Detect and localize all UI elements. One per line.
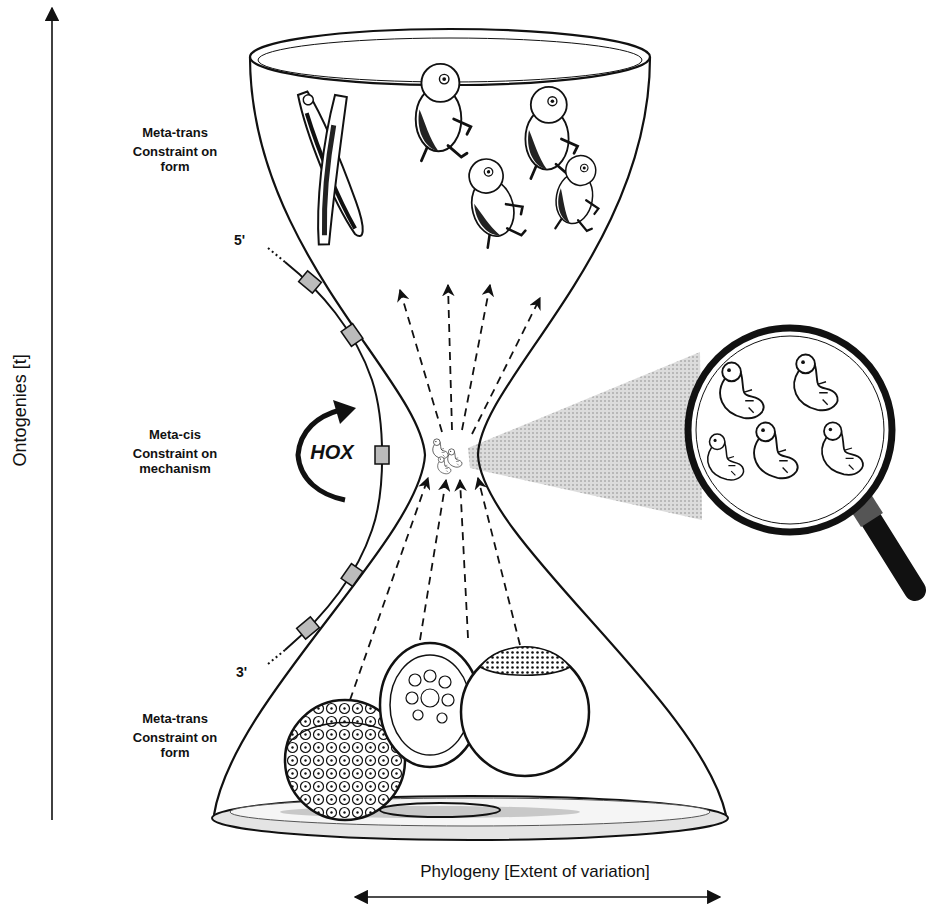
constraint-type: Meta-trans xyxy=(110,712,240,727)
magnifier-beam xyxy=(468,352,702,520)
constraint-type-text: Meta-trans xyxy=(110,126,240,141)
gene-cluster-label-text: HOX xyxy=(302,441,362,464)
hox-cluster xyxy=(268,248,389,664)
axis-title-text: Phylogeny [Extent of variation] xyxy=(385,862,685,882)
constraint-type-text: Meta-cis xyxy=(110,428,240,443)
constraint-label-text: Constraint on form xyxy=(125,731,225,761)
gene-end-label-text: 5' xyxy=(234,232,264,248)
axis-title: Phylogeny [Extent of variation] xyxy=(385,862,685,882)
gene-cluster-label: HOX xyxy=(302,441,362,464)
ontogeny-axis xyxy=(51,8,53,820)
constraint-label: Constraint on form xyxy=(125,731,225,761)
gene-end-label-text: 3' xyxy=(236,664,266,680)
constraint-label-text: Constraint on form xyxy=(125,145,225,175)
axis-title: Ontogenies [t] xyxy=(10,300,31,520)
constraint-label: Constraint on mechanism xyxy=(120,447,230,477)
magnifying-glass xyxy=(688,328,915,590)
constraint-type: Meta-cis xyxy=(110,428,240,443)
constraint-type: Meta-trans xyxy=(110,126,240,141)
gene-end-label: 3' xyxy=(236,664,266,680)
phylogeny-axis xyxy=(355,896,720,898)
axis-title-text: Ontogenies [t] xyxy=(10,300,31,520)
hourglass-base xyxy=(212,796,728,840)
constraint-type-text: Meta-trans xyxy=(110,712,240,727)
dashed-arrows xyxy=(350,285,540,700)
constraint-label: Constraint on form xyxy=(125,145,225,175)
phylotypic-embryos xyxy=(433,439,462,474)
late-embryos xyxy=(295,64,607,249)
constraint-label-text: Constraint on mechanism xyxy=(120,447,230,477)
gene-end-label: 5' xyxy=(234,232,264,248)
early-embryos xyxy=(285,643,589,820)
